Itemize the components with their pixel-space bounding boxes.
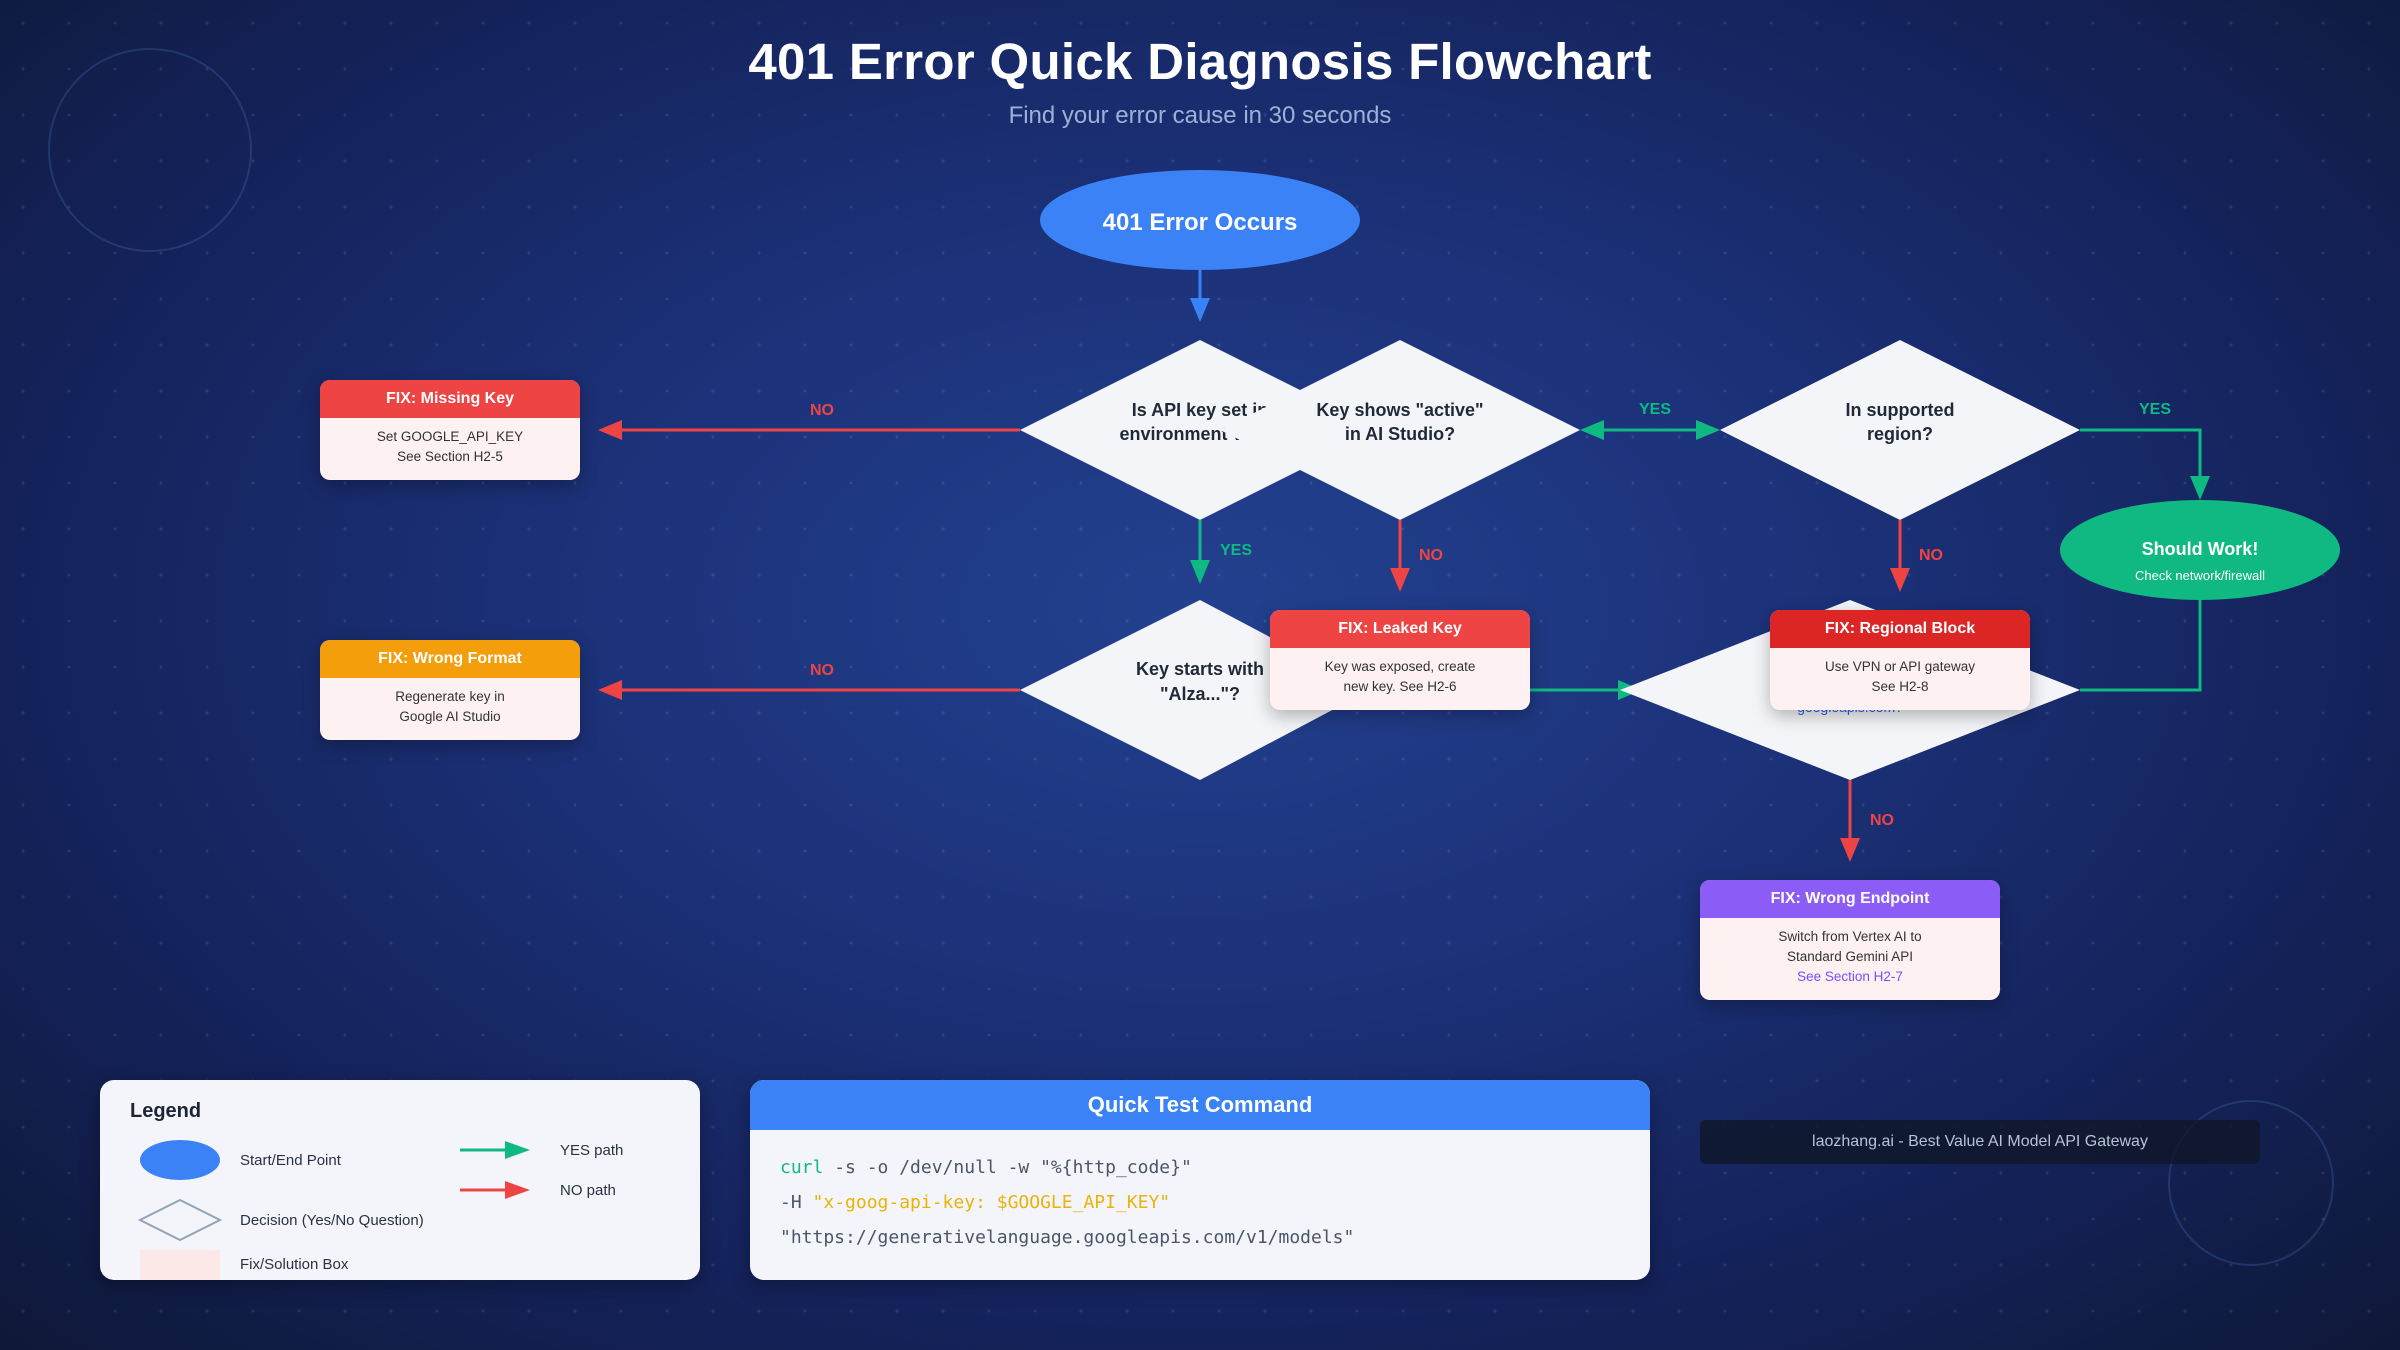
arrowhead-active-no xyxy=(1390,568,1410,592)
label-region-yes: YES xyxy=(2139,401,2171,418)
success-node-subtitle: Check network/firewall xyxy=(2135,568,2265,583)
fix-missing-key-line1: Set GOOGLE_API_KEY xyxy=(376,429,524,444)
start-node-label: 401 Error Occurs xyxy=(1103,209,1298,236)
fix-leaked-key-title: FIX: Leaked Key xyxy=(1270,610,1530,648)
command-line-1[interactable]: curl -s -o /dev/null -w "%{http_code}" xyxy=(780,1157,1192,1178)
legend-panel: Legend Start/End Point Decision (Yes/No … xyxy=(100,1080,700,1280)
arrowhead-yes-left xyxy=(1580,420,1604,440)
fix-leaked-key-line2: new key. See H2-6 xyxy=(1343,679,1457,694)
legend-start-end-label: Start/End Point xyxy=(240,1152,341,1169)
decision-region xyxy=(1720,340,2080,520)
decision-env-var xyxy=(1020,340,1380,520)
decision-key-active xyxy=(1220,340,1580,520)
fix-wrong-endpoint-title: FIX: Wrong Endpoint xyxy=(1700,880,2000,918)
success-node-title: Should Work! xyxy=(2142,539,2259,559)
legend-start-end-symbol xyxy=(140,1140,220,1180)
legend-decision-symbol xyxy=(137,1198,223,1242)
fix-regional-block-line2: See H2-8 xyxy=(1871,679,1929,694)
decorative-ring-bottom-right xyxy=(2168,1100,2334,1266)
decision-region-line1: In supported xyxy=(1846,400,1955,420)
page-title: 401 Error Quick Diagnosis Flowchart xyxy=(748,33,1652,90)
command-curl-keyword: curl xyxy=(780,1157,824,1178)
legend-fix-label: Fix/Solution Box xyxy=(240,1256,349,1273)
decision-key-prefix-line1: Key starts with xyxy=(1136,659,1264,679)
label-active-region-yes: YES xyxy=(1639,401,1671,418)
command-line-3[interactable]: "https://generativelanguage.googleapis.c… xyxy=(780,1227,1355,1248)
arrowhead-endpoint-no xyxy=(1840,838,1860,862)
fix-missing-key-title: FIX: Missing Key xyxy=(320,380,580,418)
success-node xyxy=(2060,500,2340,600)
decision-key-prefix-line2: "Alza..."? xyxy=(1160,684,1240,704)
fix-leaked-key-line1: Key was exposed, create xyxy=(1324,659,1476,674)
edge-region-yes xyxy=(2080,428,2202,480)
fix-wrong-endpoint-link[interactable]: See Section H2-7 xyxy=(1797,969,1903,984)
arrowhead-alza-no xyxy=(598,680,622,700)
fix-regional-block-line1: Use VPN or API gateway xyxy=(1824,659,1976,674)
footer-banner: laozhang.ai - Best Value AI Model API Ga… xyxy=(1700,1120,2260,1164)
legend-symbols xyxy=(137,1140,530,1280)
label-alza-no: NO xyxy=(810,662,834,679)
arrowhead-yes-right xyxy=(1696,420,1720,440)
legend-no-arrowhead xyxy=(505,1181,530,1199)
fix-wrong-format-line1: Regenerate key in xyxy=(395,689,505,704)
decision-key-active-line2: in AI Studio? xyxy=(1345,424,1455,444)
decision-key-active-line1: Key shows "active" xyxy=(1316,400,1483,420)
label-endpoint-no: NO xyxy=(1870,812,1894,829)
arrowhead-env-yes xyxy=(1190,560,1210,584)
arrowhead-start xyxy=(1190,298,1210,322)
fix-leaked-key: FIX: Leaked Key Key was exposed, create … xyxy=(1270,610,1530,710)
label-env-yes: YES xyxy=(1220,542,1252,559)
decision-env-var-line1: Is API key set in xyxy=(1132,400,1268,420)
fix-regional-block: FIX: Regional Block Use VPN or API gatew… xyxy=(1770,610,2030,710)
command-line-2[interactable]: -H "x-goog-api-key: $GOOGLE_API_KEY" xyxy=(780,1192,1170,1213)
fix-wrong-endpoint-line1: Switch from Vertex AI to xyxy=(1778,929,1922,944)
label-region-no: NO xyxy=(1919,547,1943,564)
legend-yes-label: YES path xyxy=(560,1142,624,1159)
fix-wrong-endpoint: FIX: Wrong Endpoint Switch from Vertex A… xyxy=(1700,880,2000,1000)
label-env-no: NO xyxy=(810,402,834,419)
decorative-ring-top-left xyxy=(48,48,252,252)
command-panel: Quick Test Command curl -s -o /dev/null … xyxy=(750,1080,1650,1280)
start-node xyxy=(1040,170,1360,270)
decision-region-line2: region? xyxy=(1867,424,1933,444)
fix-wrong-format: FIX: Wrong Format Regenerate key in Goog… xyxy=(320,640,580,740)
arrowhead-env-no xyxy=(598,420,622,440)
arrowhead-region-yes xyxy=(2190,476,2210,500)
fix-missing-key-line2: See Section H2-5 xyxy=(397,449,503,464)
legend-decision-label: Decision (Yes/No Question) xyxy=(240,1212,424,1229)
legend-title: Legend xyxy=(130,1100,202,1122)
edge-success-to-endpoint xyxy=(2080,600,2202,692)
fix-wrong-endpoint-line2: Standard Gemini API xyxy=(1786,949,1914,964)
label-active-no: NO xyxy=(1419,547,1443,564)
command-header-flag: -H xyxy=(780,1192,813,1213)
fix-wrong-format-title: FIX: Wrong Format xyxy=(320,640,580,678)
fix-missing-key: FIX: Missing Key Set GOOGLE_API_KEY See … xyxy=(320,380,580,480)
command-line-1-args: -s -o /dev/null -w "%{http_code}" xyxy=(823,1157,1192,1178)
legend-yes-arrowhead xyxy=(505,1141,530,1159)
page-subtitle: Find your error cause in 30 seconds xyxy=(1008,102,1392,129)
command-header-value: "x-goog-api-key: $GOOGLE_API_KEY" xyxy=(812,1192,1171,1213)
fix-wrong-format-line2: Google AI Studio xyxy=(399,709,501,724)
arrowhead-region-no xyxy=(1890,568,1910,592)
legend-fix-symbol xyxy=(140,1250,220,1280)
legend-no-label: NO path xyxy=(560,1182,616,1199)
command-title: Quick Test Command xyxy=(750,1080,1650,1130)
fix-regional-block-title: FIX: Regional Block xyxy=(1770,610,2030,648)
